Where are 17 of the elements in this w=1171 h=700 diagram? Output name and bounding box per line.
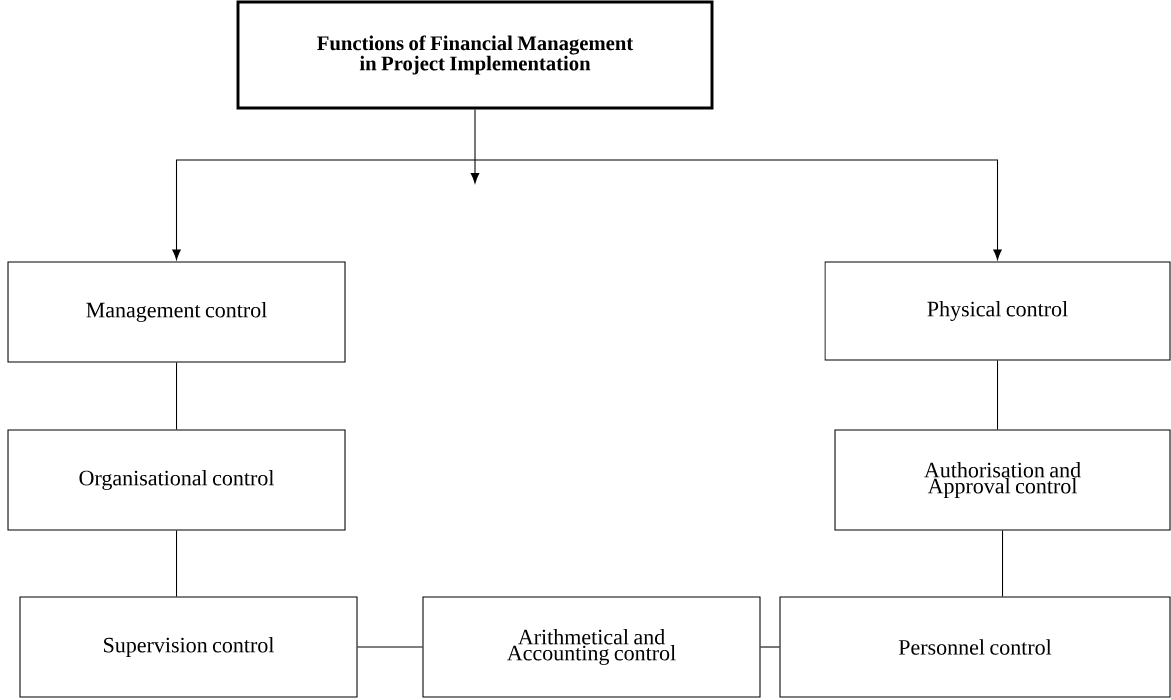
connector-line bbox=[1002, 530, 1004, 597]
arrow bbox=[470, 108, 480, 184]
arrow bbox=[474, 159, 1002, 260]
arrow bbox=[172, 159, 476, 260]
title-box: Functions of Financial Management in Project Implementation bbox=[236, 0, 714, 110]
control-box: Personnel control bbox=[779, 596, 1171, 698]
control-box: Supervision control bbox=[19, 596, 358, 698]
control-box: Management control bbox=[7, 261, 346, 363]
connector-line bbox=[760, 646, 780, 648]
connector-line bbox=[175, 362, 178, 430]
control-box: Organisational control bbox=[7, 429, 346, 531]
connector-line bbox=[175, 530, 178, 597]
connector-line bbox=[996, 360, 999, 430]
control-box: Arithmetical and Accounting control bbox=[422, 596, 761, 698]
control-box: Authorisation and Approval control bbox=[834, 429, 1171, 531]
connector-line bbox=[357, 646, 423, 648]
control-box: Physical control bbox=[824, 261, 1171, 361]
